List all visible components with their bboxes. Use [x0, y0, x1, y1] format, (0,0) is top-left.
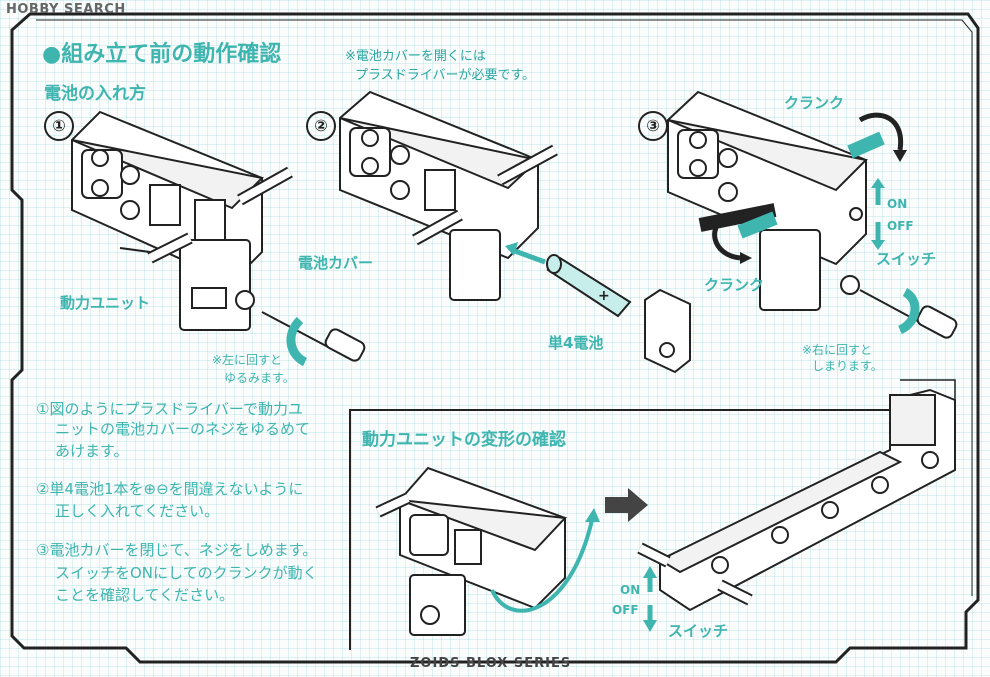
transform-direction-arrow	[605, 488, 648, 522]
step-number-3: ③	[638, 111, 668, 141]
power-unit-label: 動力ユニット	[60, 294, 151, 312]
transform-rotation-arrow	[490, 519, 594, 613]
battery-section-title: 電池の入れ方	[44, 84, 146, 104]
instruction-line-1: ①図のようにプラスドライバーで動力ユ	[36, 400, 303, 418]
battery-cover-illustration	[644, 288, 691, 374]
tighten-note-line2: しまります。	[812, 359, 883, 373]
switch-arrows-transform	[643, 566, 657, 632]
step1-power-unit-illustration	[71, 110, 293, 331]
hobby-search-watermark: HOBBY SEARCH	[6, 2, 126, 17]
page-frame	[10, 12, 980, 664]
crank-rotation-arrow-top	[858, 112, 904, 151]
svg-text:+: +	[598, 288, 610, 304]
loosen-note-line1: ※左に回すと	[212, 353, 283, 367]
step-number-2: ②	[306, 111, 336, 141]
tighten-note-line1: ※右に回すと	[802, 343, 873, 357]
transform-section-title: 動力ユニットの変形の確認	[362, 430, 566, 450]
step3-power-unit-illustration	[667, 90, 869, 311]
step1-screwdriver	[261, 311, 366, 367]
step3-screwdriver	[859, 288, 958, 339]
instruction-line-6: ③電池カバーを閉じて、ネジをしめます。	[36, 541, 318, 559]
page-heading: ●組み立て前の動作確認	[42, 42, 282, 67]
battery-cover-label: 電池カバー	[298, 254, 374, 272]
transform-switch-label: スイッチ	[668, 622, 729, 640]
step-number-1: ①	[44, 111, 74, 141]
instruction-line-5: 正しく入れてください。	[55, 502, 220, 520]
loosen-note-line2: ゆるみます。	[224, 371, 295, 385]
crank-shaft-top	[847, 131, 885, 159]
aaa-battery-label: 単4電池	[548, 334, 604, 352]
battery-insert-arrow	[511, 247, 546, 265]
step3-switch-label: スイッチ	[876, 250, 937, 268]
series-footer: ZOIDS BLOX SERIES	[410, 656, 572, 671]
transform-on-label: ON	[620, 583, 641, 597]
transform-off-label: OFF	[612, 603, 639, 617]
instruction-line-4: ②単4電池1本を⊕⊖を間違えないように	[36, 480, 304, 498]
instruction-line-3: あけます。	[55, 442, 129, 460]
step3-on-label: ON	[887, 197, 908, 211]
instruction-line-2: ニットの電池カバーのネジをゆるめて	[55, 420, 311, 438]
instruction-line-8: ことを確認してください。	[55, 586, 235, 604]
step3-off-label: OFF	[887, 219, 914, 233]
transform-section-divider	[349, 409, 955, 650]
switch-arrows-step3	[871, 178, 885, 250]
crank-label-bottom: クランク	[704, 276, 765, 294]
crank-label-top: クランク	[784, 94, 845, 112]
page-frame-inner	[36, 19, 973, 596]
transform-before-illustration	[375, 466, 568, 636]
step2-power-unit-illustration	[339, 90, 558, 301]
screwdriver-note-line2: プラスドライバーが必要です。	[355, 68, 536, 83]
aaa-battery-illustration: +	[546, 254, 632, 318]
screwdriver-note-line1: ※電池カバーを開くには	[345, 49, 486, 64]
crank-shaft-bottom	[737, 211, 778, 239]
crank-rotation-arrow-bottom	[712, 212, 741, 261]
transform-after-illustration	[637, 388, 956, 612]
instruction-line-7: スイッチをONにしてのクランクが動く	[55, 564, 318, 582]
